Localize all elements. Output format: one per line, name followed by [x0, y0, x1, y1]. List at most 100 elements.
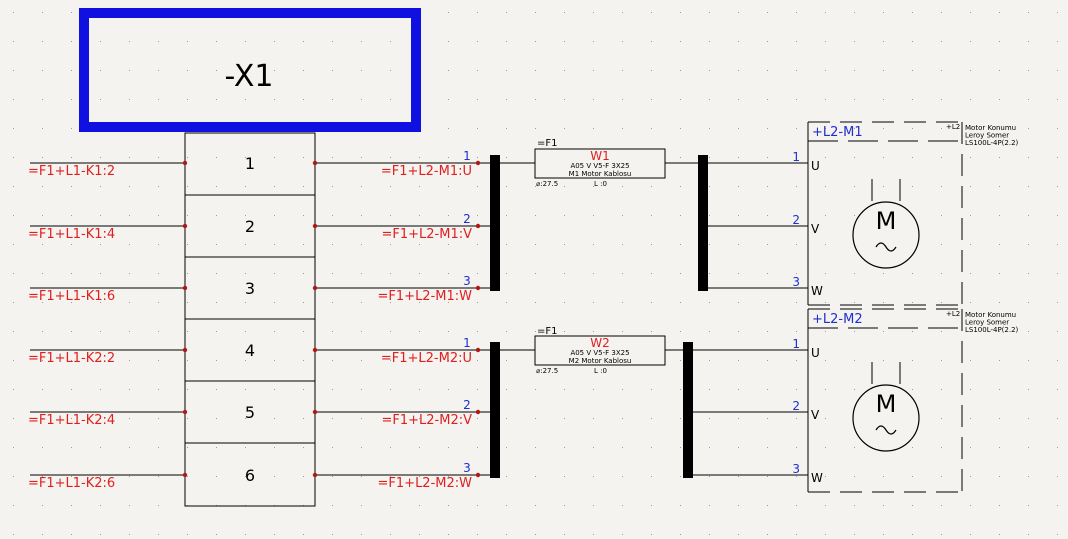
left-cross-reference[interactable]: =F1+L1-K2:4 — [28, 413, 115, 428]
right-cross-reference[interactable]: =F1+L2-M2:V — [382, 413, 473, 428]
ac-wave-icon — [875, 425, 897, 435]
right-cross-reference[interactable]: =F1+L2-M1:W — [378, 289, 473, 304]
left-cross-reference[interactable]: =F1+L1-K2:6 — [28, 476, 115, 491]
motor-pin-number: 1 — [792, 337, 800, 351]
cable-function: =F1 — [537, 326, 558, 337]
cable-type: A05 V V5-F 3X25 — [570, 349, 629, 357]
terminal-number[interactable]: 3 — [245, 279, 255, 298]
connection-dot — [182, 472, 188, 478]
cable-bus-right[interactable] — [698, 155, 708, 291]
motor-info-line: Motor Konumu — [965, 124, 1016, 132]
right-cross-reference[interactable]: =F1+L2-M1:U — [381, 164, 472, 179]
connection-dot — [182, 409, 188, 415]
left-cross-reference[interactable]: =F1+L1-K1:2 — [28, 164, 115, 179]
motor-info-line: LS100L-4P(2.2) — [965, 326, 1019, 334]
cable-wire-number: 2 — [463, 398, 471, 412]
cable-name[interactable]: W2 — [590, 336, 610, 350]
motor-info-line: Leroy Somer — [965, 319, 1009, 327]
cable-bus-left[interactable] — [490, 342, 500, 478]
motor-symbol-circle[interactable] — [852, 384, 920, 452]
cable-description: M2 Motor Kablosu — [569, 357, 632, 365]
connection-dot — [475, 223, 481, 229]
motor-tag[interactable]: +L2-M1 — [812, 125, 863, 140]
cable-length: L :0 — [594, 367, 607, 375]
terminal-strip-header[interactable]: -X1 — [79, 8, 421, 132]
terminal-block[interactable]: 1 =F1+L1-K1:2 =F1+L2-M1:U 2 =F1+L1-K1:4 =F1+L… — [28, 132, 494, 507]
connection-dot — [182, 347, 188, 353]
terminal-strip-title: -X1 — [225, 59, 274, 94]
right-cross-reference[interactable]: =F1+L2-M1:V — [382, 227, 473, 242]
terminal-number[interactable]: 2 — [245, 217, 255, 236]
right-cross-reference[interactable]: =F1+L2-M2:W — [378, 476, 473, 491]
motor-pin-number: 2 — [792, 399, 800, 413]
left-cross-reference[interactable]: =F1+L1-K1:6 — [28, 289, 115, 304]
motor-pin-label[interactable]: U — [811, 159, 820, 173]
left-cross-reference[interactable]: =F1+L1-K1:4 — [28, 227, 115, 242]
motor-pin-number: 2 — [792, 213, 800, 227]
connection-dot — [312, 160, 318, 166]
connection-dot — [312, 347, 318, 353]
motor-location: +L2 — [946, 123, 960, 131]
connection-dot — [312, 472, 318, 478]
cable-wire-number: 1 — [463, 336, 471, 350]
cable-length: L :0 — [594, 180, 607, 188]
cable-function: =F1 — [537, 138, 558, 149]
motor-symbol-letter: M — [876, 207, 897, 235]
cable-description: M1 Motor Kablosu — [569, 170, 632, 178]
cable-type: A05 V V5-F 3X25 — [570, 162, 629, 170]
cable-diameter: ⌀:27.5 — [536, 180, 558, 188]
motor-pin-label[interactable]: V — [811, 408, 820, 422]
cable-wire-number: 3 — [463, 274, 471, 288]
connection-dot — [182, 160, 188, 166]
terminal-number[interactable]: 1 — [245, 154, 255, 173]
motor-pin-number: 3 — [792, 275, 800, 289]
connection-dot — [475, 160, 481, 166]
terminal-number[interactable]: 4 — [245, 341, 255, 360]
cable-bus-left[interactable] — [490, 155, 500, 291]
motor-symbol-circle[interactable] — [852, 201, 920, 269]
cable-diameter: ⌀:27.5 — [536, 367, 558, 375]
connection-dot — [475, 347, 481, 353]
cable-wire-number: 3 — [463, 461, 471, 475]
motor-pin-number: 3 — [792, 462, 800, 476]
selection-frame[interactable] — [79, 8, 421, 132]
terminal-number[interactable]: 6 — [245, 466, 255, 485]
motor-symbol-letter: M — [876, 390, 897, 418]
motor-tag[interactable]: +L2-M2 — [812, 312, 863, 327]
connection-dot — [312, 223, 318, 229]
motor-pin-number: 1 — [792, 150, 800, 164]
connection-dot — [182, 285, 188, 291]
connection-dot — [312, 285, 318, 291]
cable-wire-number: 2 — [463, 212, 471, 226]
right-cross-reference[interactable]: =F1+L2-M2:U — [381, 351, 472, 366]
motor-pin-label[interactable]: W — [811, 471, 823, 485]
motor-info-line: LS100L-4P(2.2) — [965, 139, 1019, 147]
cable-wire-number: 1 — [463, 149, 471, 163]
cable-label-box[interactable] — [534, 335, 666, 366]
connection-dot — [182, 223, 188, 229]
motor-pin-label[interactable]: V — [811, 222, 820, 236]
connection-dot — [475, 472, 481, 478]
motor-info-line: Motor Konumu — [965, 311, 1016, 319]
motor-pin-label[interactable]: W — [811, 284, 823, 298]
cable-name[interactable]: W1 — [590, 149, 610, 163]
motor-location: +L2 — [946, 310, 960, 318]
left-cross-reference[interactable]: =F1+L1-K2:2 — [28, 351, 115, 366]
terminal-number[interactable]: 5 — [245, 403, 255, 422]
ac-wave-icon — [875, 242, 897, 252]
connection-dot — [475, 285, 481, 291]
motor-pin-label[interactable]: U — [811, 346, 820, 360]
cable-label-box[interactable] — [534, 148, 666, 179]
connection-dot — [312, 409, 318, 415]
motor-info-line: Leroy Somer — [965, 132, 1009, 140]
cable-bus-right[interactable] — [683, 342, 693, 478]
connection-dot — [475, 409, 481, 415]
